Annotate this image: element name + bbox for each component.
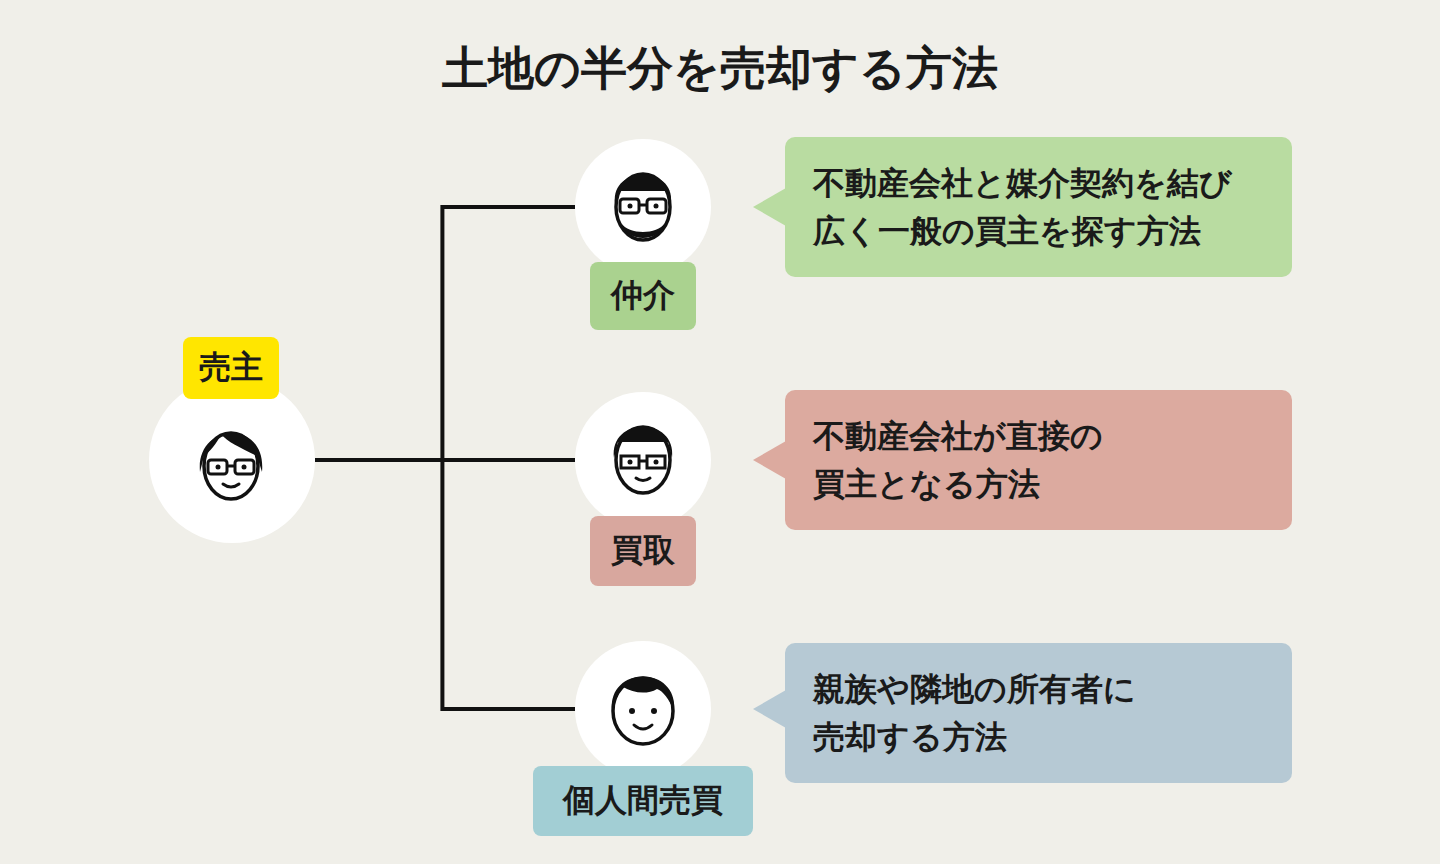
seller-circle: 売主	[149, 377, 315, 543]
bubble-pointer	[753, 690, 786, 728]
description-text: 不動産会社と媒介契約を結び 広く一般の買主を探す方法	[813, 159, 1264, 255]
method-tag: 売主	[183, 337, 279, 399]
description-text: 不動産会社が直接の 買主となる方法	[813, 412, 1264, 508]
method-circle: 個人間売買	[575, 641, 711, 777]
description-callout: 不動産会社と媒介契約を結び 広く一般の買主を探す方法	[785, 137, 1292, 277]
description-callout: 不動産会社が直接の 買主となる方法	[785, 390, 1292, 530]
tree-connector	[315, 460, 575, 709]
bubble-pointer	[753, 188, 786, 226]
method-tag: 買取	[590, 516, 696, 586]
diagram-title: 土地の半分を売却する方法	[0, 36, 1440, 100]
description-callout: 親族や隣地の所有者に 売却する方法	[785, 643, 1292, 783]
tree-connector	[315, 207, 575, 460]
method-circle: 仲介	[575, 139, 711, 275]
bubble-pointer	[753, 441, 786, 479]
method-tag: 仲介	[590, 262, 696, 330]
method-circle: 買取	[575, 392, 711, 528]
description-text: 親族や隣地の所有者に 売却する方法	[813, 665, 1264, 761]
method-tag: 個人間売買	[533, 766, 753, 836]
